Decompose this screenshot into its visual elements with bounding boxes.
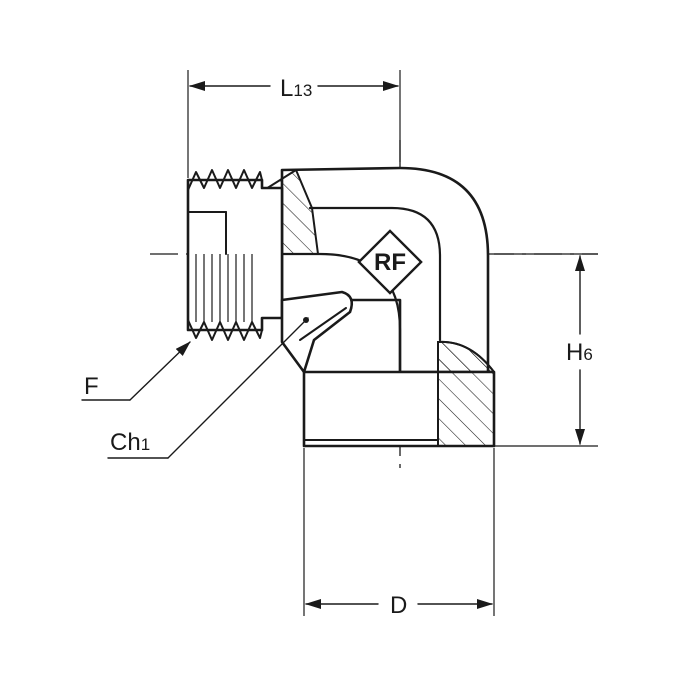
dimension-d: D <box>305 592 493 619</box>
f-label: F <box>84 373 99 400</box>
stud-top-thread <box>187 169 263 191</box>
female-port-hex <box>302 340 496 448</box>
cross-drilling-line <box>299 307 347 341</box>
leader-ch1: Ch1 <box>107 317 309 459</box>
rf-logo-text: RF <box>374 249 406 276</box>
male-threaded-stud <box>186 169 284 341</box>
l13-label: L13 <box>280 75 312 102</box>
rf-logo: RF <box>357 229 423 295</box>
stud-body <box>186 178 284 332</box>
leader-f: F <box>81 341 191 401</box>
stud-thread-lines <box>195 254 253 322</box>
d-label: D <box>390 592 407 619</box>
dimension-l13: L13 <box>189 75 399 102</box>
rf-logo-frame <box>357 229 423 295</box>
f-leader-line <box>129 341 191 401</box>
ch1-leader-line <box>167 317 309 459</box>
dimension-h6: H6 <box>566 255 593 445</box>
cross-drilling-detail <box>280 290 354 374</box>
stud-bottom-thread <box>187 319 263 341</box>
extension-lines <box>187 70 598 616</box>
h6-label: H6 <box>566 339 593 366</box>
cross-drilling-pocket <box>280 290 354 374</box>
ch1-label: Ch1 <box>110 429 150 456</box>
elbow-inner-bore <box>308 206 442 342</box>
female-port-hatched-wall-over <box>437 340 495 447</box>
